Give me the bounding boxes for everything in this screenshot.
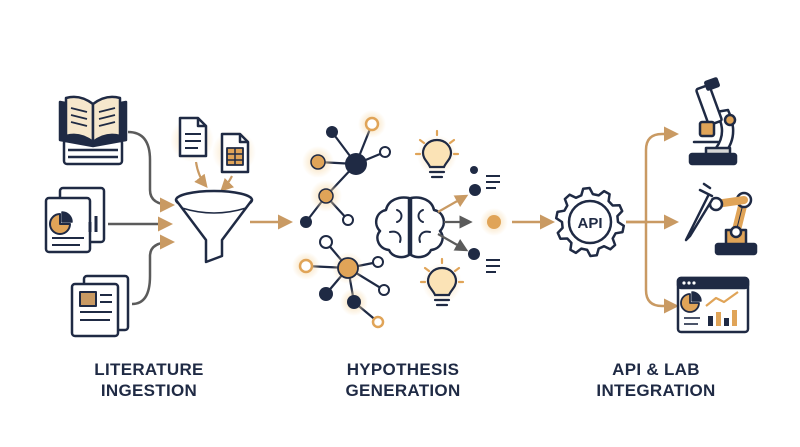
stage-label-hypothesis: HYPOTHESIS GENERATION — [345, 360, 461, 400]
network-graph-icon — [292, 110, 391, 329]
stage-label-integration: API & LAB INTEGRATION — [596, 360, 716, 400]
api-badge-label: API — [577, 215, 602, 232]
report-document-icon — [44, 186, 106, 254]
robotic-arm-icon — [684, 182, 758, 256]
api-gear-icon: API — [554, 186, 626, 258]
spreadsheet-icon — [220, 132, 250, 174]
document-icon — [178, 116, 208, 158]
notes-document-icon — [70, 274, 130, 338]
ingestion-connectors — [108, 130, 175, 306]
lightbulb-icon — [414, 129, 460, 179]
microscope-icon — [688, 77, 738, 166]
dashboard-icon — [676, 276, 750, 334]
lightbulb-icon — [419, 257, 465, 307]
hypothesis-outputs — [437, 166, 508, 273]
stage-label-ingestion: LITERATURE INGESTION — [94, 360, 204, 400]
funnel-icon — [174, 189, 254, 264]
integration-connectors — [626, 126, 679, 314]
brain-icon — [374, 196, 446, 259]
open-book-icon — [58, 95, 128, 166]
